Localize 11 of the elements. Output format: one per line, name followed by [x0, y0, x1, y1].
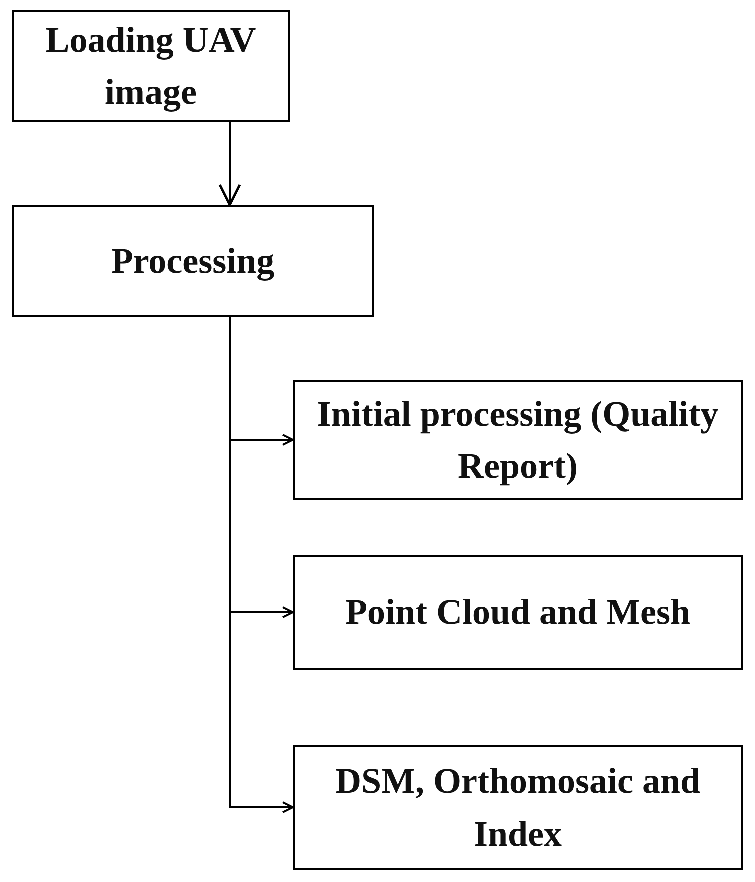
box-label: DSM, Orthomosaic and Index: [334, 760, 702, 856]
arrow: [218, 122, 242, 206]
process-box: [12, 10, 290, 122]
process-box: [12, 205, 374, 317]
box-label: Loading UAV image: [44, 18, 258, 114]
process-box: [293, 745, 743, 870]
box-label: Point Cloud and Mesh: [345, 591, 691, 634]
process-box: [293, 380, 743, 500]
process-box: [293, 555, 743, 670]
box-label: Processing: [111, 240, 275, 283]
box-label: Initial processing (Quality Report): [316, 392, 720, 488]
